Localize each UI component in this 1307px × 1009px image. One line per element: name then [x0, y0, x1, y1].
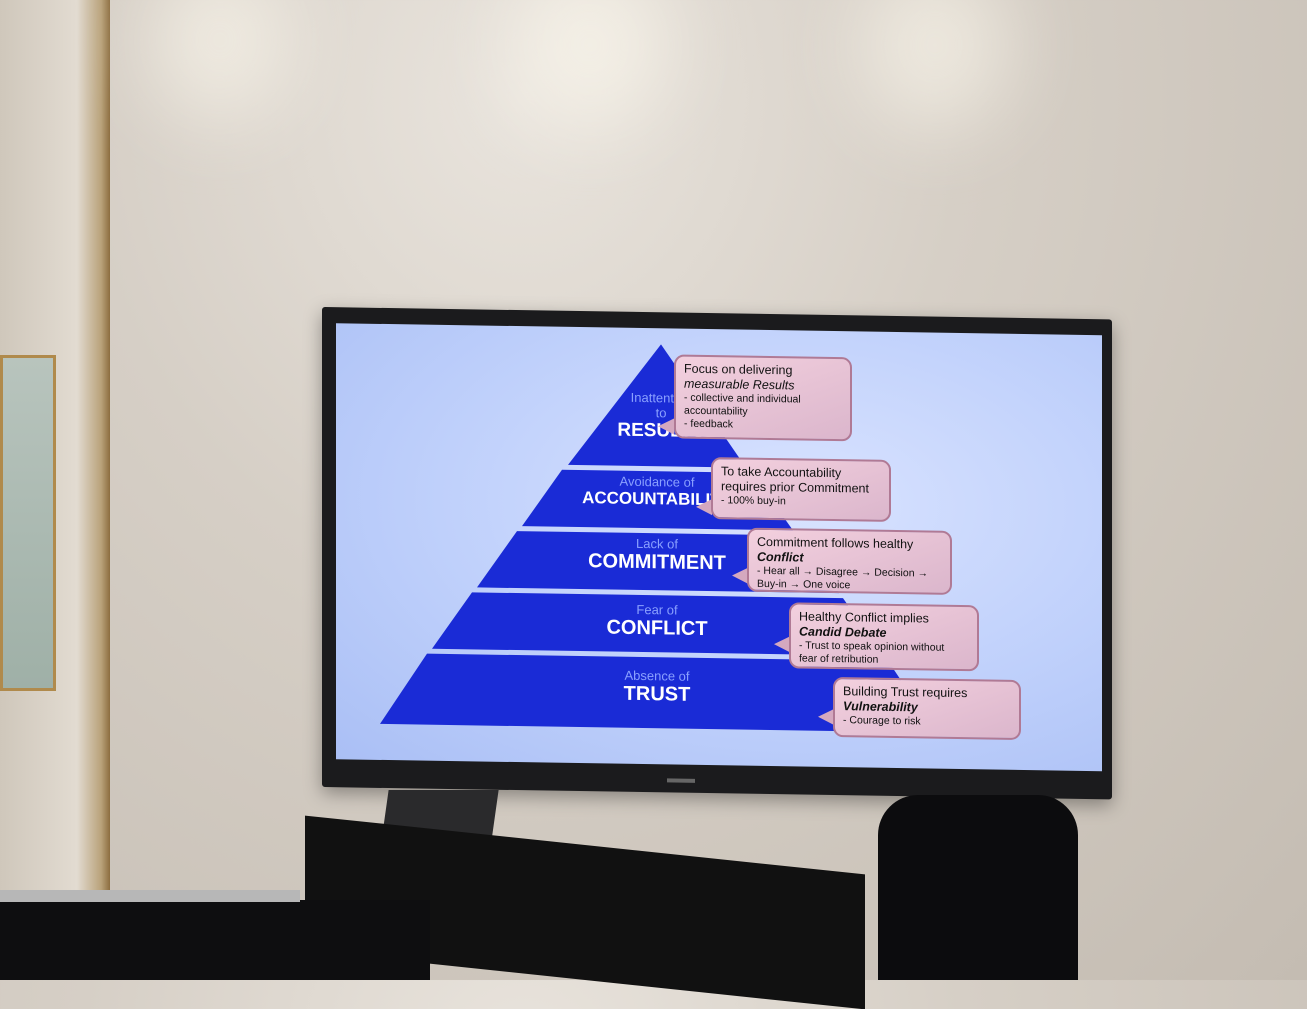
table-edge	[0, 890, 300, 902]
tier-conflict: Fear of CONFLICT	[532, 600, 782, 642]
bubble-accountability: To take Accountability requires prior Co…	[711, 457, 891, 522]
bubble-conflict: Healthy Conflict implies Candid Debate -…	[789, 602, 979, 672]
bubble-results: Focus on delivering measurable Results -…	[674, 354, 852, 442]
tv-logo	[667, 778, 695, 783]
tier-commitment-label: COMMITMENT	[588, 550, 726, 575]
tier-trust-label: TRUST	[623, 682, 691, 706]
chair	[878, 795, 1078, 980]
bubble-results-sub3: - feedback	[684, 417, 734, 431]
bubble-trust: Building Trust requires Vulnerability - …	[833, 677, 1021, 740]
bubble-tail	[818, 708, 834, 726]
ceiling-light	[860, 0, 1010, 130]
tier-conflict-label: CONFLICT	[606, 616, 708, 641]
bubble-tail	[696, 498, 712, 516]
television: Inattention to RESULTS Avoidance of ACCO…	[322, 307, 1112, 800]
table	[0, 900, 430, 980]
tier-conflict-shape	[432, 592, 883, 656]
bubble-tail	[732, 567, 748, 584]
tier-trust: Absence of TRUST	[532, 666, 782, 708]
bubble-commitment: Commitment follows healthy Conflict - He…	[747, 527, 952, 595]
bubble-accountability-sub1: - 100% buy-in	[721, 494, 786, 508]
bubble-tail	[774, 636, 790, 653]
bubble-tail	[658, 418, 674, 435]
window	[0, 355, 56, 691]
bubble-conflict-sub2: fear of retribution	[799, 652, 879, 666]
ceiling-light	[510, 0, 670, 130]
tier-trust-shape	[380, 653, 936, 733]
slide-screen: Inattention to RESULTS Avoidance of ACCO…	[336, 323, 1102, 772]
ceiling-light	[150, 0, 290, 120]
bubble-trust-sub1: - Courage to risk	[843, 714, 921, 728]
